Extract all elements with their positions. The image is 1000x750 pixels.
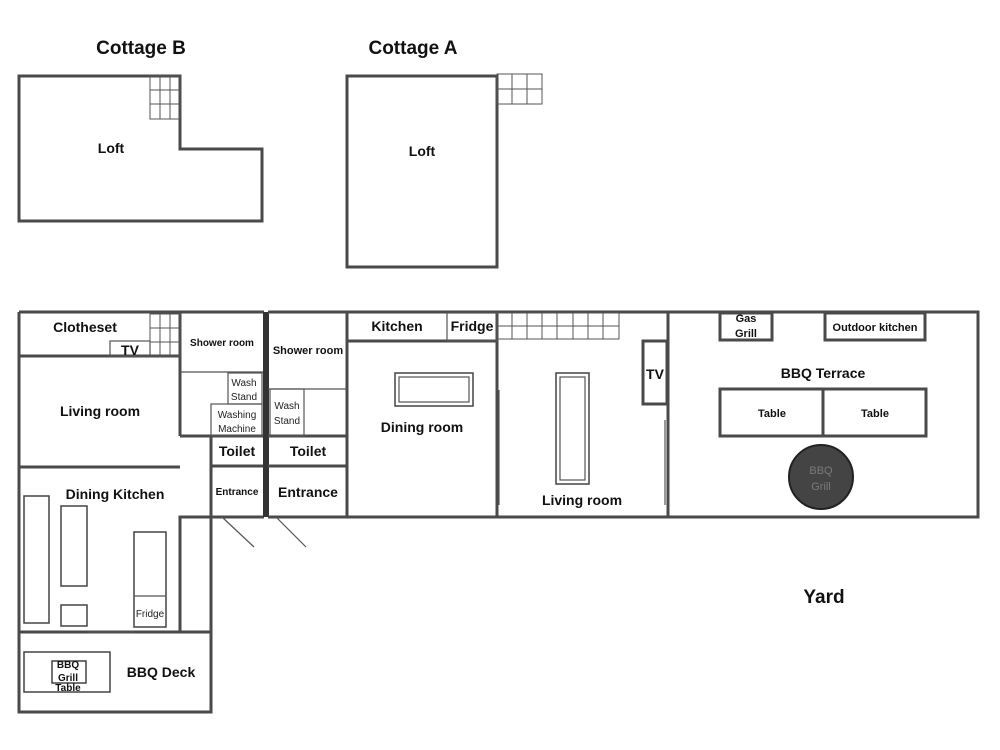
dining-table-b [60,505,88,587]
fridge-b-label: Fridge [136,609,165,620]
counter-b [23,495,50,624]
gas-grill-label-1: Gas [736,313,757,325]
washing-machine-label-2: Machine [218,424,256,435]
gas-grill-box [718,311,774,342]
cottage-b-outer-wall [17,312,264,714]
bbq-deck-label: BBQ Deck [127,664,196,680]
cottage-b-stairs [149,313,181,357]
cottage-b-title: Cottage B [96,38,186,59]
terrace-table-right-label: Table [861,408,889,420]
cottage-b-loft-stairs [149,75,181,120]
wash-stand-b-label-2: Stand [231,392,257,403]
outdoor-kitchen-label: Outdoor kitchen [833,322,918,334]
bbq-terrace-label: BBQ Terrace [781,365,866,381]
stool-b [60,604,88,627]
wash-stand-a [269,388,305,437]
outdoor-kitchen-box [823,311,927,342]
wash-stand-b-label-1: Wash [231,378,256,389]
cottage-a-outer-wall [268,310,980,519]
toilet-a-label: Toilet [290,443,327,459]
bbq-grill-a-label-2: Grill [811,481,831,493]
tv-a-label: TV [646,366,665,382]
shower-room-a-label: Shower room [273,345,344,357]
dining-table-a [394,372,474,407]
fridge-a-label: Fridge [451,318,494,334]
cottage-b-loft-outline [17,74,264,223]
bbq-deck-grill-label-2: Grill [58,673,78,684]
bbq-deck-table [23,651,111,693]
tv-b-label: TV [121,342,140,358]
living-room-b-label: Living room [60,403,140,419]
dining-room-label: Dining room [381,419,463,435]
entrance-a-label: Entrance [278,484,338,500]
living-room-a-label: Living room [542,492,622,508]
washing-machine-label-1: Washing [218,410,257,421]
cottage-a-loft-label: Loft [409,143,436,159]
terrace-table-left-label: Table [758,408,786,420]
wash-stand-a-label-1: Wash [274,401,299,412]
clotheset-label: Clotheset [53,319,117,335]
cottage-a-title: Cottage A [368,38,457,59]
bbq-grill-a [788,444,854,510]
gas-grill-label-2: Grill [735,328,757,340]
living-table-a-inner [559,376,586,481]
dining-kitchen-label: Dining Kitchen [66,486,165,502]
bbq-deck-table-label: Table [55,683,81,694]
entrance-door-a [275,516,307,548]
kitchen-label: Kitchen [371,318,422,334]
cottage-a-loft-outline [345,74,499,269]
cottage-a-loft-stairs [496,73,543,105]
entrance-b-label: Entrance [216,487,259,498]
wash-stand-a-label-2: Stand [274,416,300,427]
washing-machine-b [210,403,263,437]
toilet-b-label: Toilet [219,443,256,459]
living-table-a [555,372,590,485]
cottage-a-stairs [496,312,620,340]
entrance-door-b [221,516,255,548]
dining-kitchen-inner-wall [178,515,211,632]
tv-b-box [109,340,151,357]
cottage-b-loft-label: Loft [98,140,125,156]
yard-label: Yard [803,587,844,608]
tv-a-box [641,339,669,406]
bbq-deck-grill [51,660,87,684]
bbq-deck-grill-label-1: BBQ [57,660,79,671]
bbq-grill-a-label-1: BBQ [809,465,833,477]
kitchen-counter-b [133,531,167,628]
dining-table-a-inner [398,376,470,403]
shower-room-b-label: Shower room [190,338,254,349]
